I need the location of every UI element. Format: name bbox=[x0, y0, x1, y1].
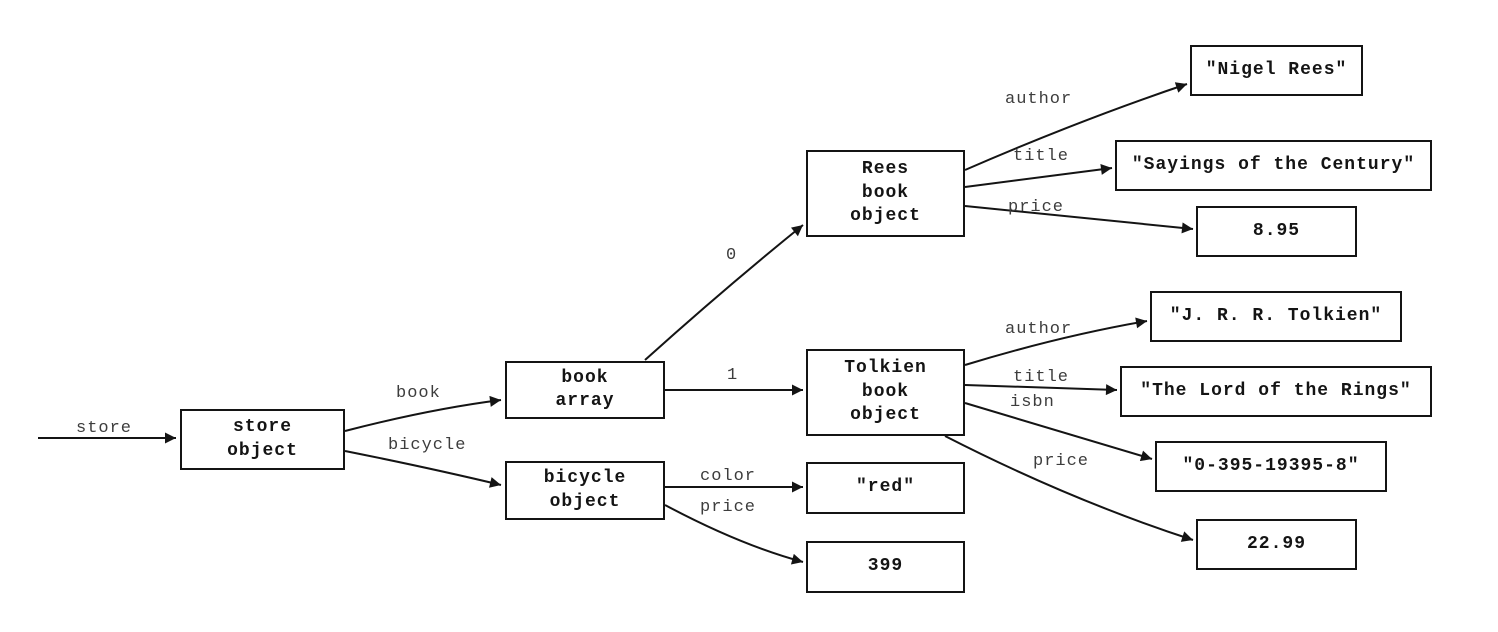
node-value-tolkien-price: 22.99 bbox=[1196, 519, 1357, 570]
node-book-array: book array bbox=[505, 361, 665, 419]
edge-label-index-0: 0 bbox=[726, 246, 738, 265]
edge-store-to-book-array bbox=[344, 395, 502, 432]
node-rees-book-object: Rees book object bbox=[806, 150, 965, 237]
edge-tolkien-to-isbn bbox=[964, 402, 1153, 462]
edge-label-store: store bbox=[76, 419, 133, 438]
edge-book-array-to-rees bbox=[644, 224, 804, 361]
edge-label-index-1: 1 bbox=[727, 366, 739, 385]
edge-label-rees-author: author bbox=[1005, 90, 1073, 109]
edge-tolkien-to-author bbox=[964, 317, 1148, 366]
edge-rees-to-author bbox=[964, 82, 1188, 171]
node-value-bicycle-color: "red" bbox=[806, 462, 965, 514]
edge-bicycle-to-price bbox=[664, 504, 804, 565]
node-bicycle-object: bicycle object bbox=[505, 461, 665, 520]
node-value-jrr-tolkien: "J. R. R. Tolkien" bbox=[1150, 291, 1402, 342]
edge-label-bicycle: bicycle bbox=[388, 436, 467, 455]
edge-label-bicycle-color: color bbox=[700, 467, 757, 486]
edge-store-to-bicycle-object bbox=[344, 450, 502, 488]
edge-label-bicycle-price: price bbox=[700, 498, 757, 517]
edge-label-book: book bbox=[396, 384, 441, 403]
node-value-sayings-of-the-century: "Sayings of the Century" bbox=[1115, 140, 1432, 191]
edge-tolkien-to-title bbox=[964, 384, 1118, 396]
edge-tolkien-to-price bbox=[944, 435, 1194, 542]
edge-label-tolkien-price: price bbox=[1033, 452, 1090, 471]
node-tolkien-book-object: Tolkien book object bbox=[806, 349, 965, 436]
edge-rees-to-title bbox=[964, 163, 1113, 188]
node-value-bicycle-price: 399 bbox=[806, 541, 965, 593]
node-value-isbn: "0-395-19395-8" bbox=[1155, 441, 1387, 492]
edge-label-tolkien-title: title bbox=[1013, 368, 1070, 387]
edge-label-rees-price: price bbox=[1008, 198, 1065, 217]
edge-label-tolkien-isbn: isbn bbox=[1010, 393, 1055, 412]
node-value-nigel-rees: "Nigel Rees" bbox=[1190, 45, 1363, 96]
edge-rees-to-price bbox=[964, 205, 1194, 234]
edge-label-rees-title: title bbox=[1013, 147, 1070, 166]
edge-label-tolkien-author: author bbox=[1005, 320, 1073, 339]
node-value-lord-of-the-rings: "The Lord of the Rings" bbox=[1120, 366, 1432, 417]
node-value-rees-price: 8.95 bbox=[1196, 206, 1357, 257]
node-store-object: store object bbox=[180, 409, 345, 470]
